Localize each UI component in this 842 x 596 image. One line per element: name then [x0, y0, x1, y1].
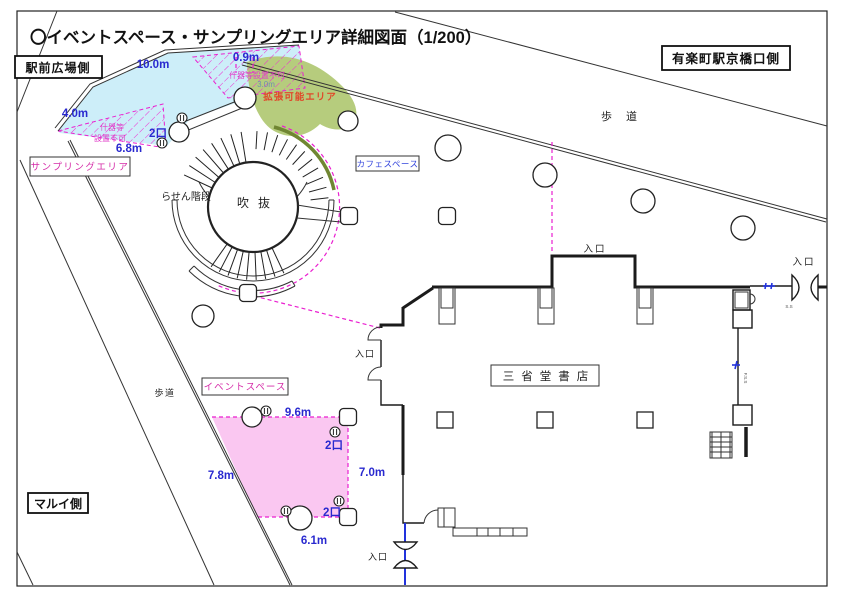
- dim-event-top: 9.6m: [285, 407, 311, 419]
- cafe-area-label: カフェスペース: [357, 159, 419, 169]
- revolving-door-icon: [791, 273, 819, 302]
- boundary-label-marui: マルイ側: [27, 492, 89, 514]
- dim-sampling-bottom: 6.8m: [116, 143, 142, 155]
- no-fixtures-note-l2: 設置不可: [94, 133, 126, 143]
- stair-steps-upper: [183, 131, 329, 201]
- sidewalk-label-left: 歩道: [154, 387, 175, 398]
- dim-sampling-left: 4.0m: [62, 108, 88, 120]
- revolving-door-icon: [392, 541, 419, 569]
- fss-note: F.S.S: [743, 373, 748, 384]
- station-exit-label: 有楽町駅京橋口側: [672, 51, 780, 66]
- boundary-label-plaza: 駅前広場側: [14, 55, 103, 79]
- no-fixtures-note-l1: 什器等: [100, 122, 124, 132]
- spiral-staircase: [171, 96, 342, 298]
- blue-utility-marks: [732, 282, 775, 370]
- event-area-label: イベントスペース: [204, 382, 287, 393]
- entrance-label-west: 入口: [355, 349, 375, 359]
- entrance-label-right: 入口: [792, 257, 815, 268]
- dimension-texts: 10.0m 0.9m 4.0m 6.8m 2口 3.0m 9.6m 7.8m 7…: [62, 52, 385, 547]
- area-label-cafe: カフェスペース: [355, 155, 420, 172]
- site-boundary-lines: [16, 10, 828, 586]
- entrance-label-bottom: 入口: [368, 552, 388, 562]
- door-swing-icon: [423, 509, 439, 524]
- power-route-dashed-lines: [216, 57, 553, 329]
- door-swing-icon: [749, 293, 756, 305]
- entrance-label-top: 入口: [583, 244, 606, 255]
- plaza-label: 駅前広場側: [24, 60, 90, 75]
- stairs-icon: [709, 431, 733, 459]
- boundary-label-station: 有楽町駅京橋口側: [661, 45, 791, 71]
- dim-expandable-width: 3.0m: [257, 80, 275, 89]
- bookstore-building: [367, 254, 827, 585]
- no-fixtures-hatch-left: [57, 103, 167, 149]
- drawing-border: [16, 10, 828, 587]
- dim-event-outlets-top: 2口: [325, 439, 343, 452]
- marui-label: マルイ側: [34, 496, 82, 511]
- expandable-area-label: 拡張可能エリア: [263, 91, 337, 103]
- area-label-event: イベントスペース: [201, 377, 289, 396]
- expandable-edge-arc: [273, 125, 336, 191]
- no-fixtures-hatch-top: [192, 45, 306, 99]
- atrium-label: 吹抜: [237, 196, 279, 210]
- dim-sampling-top: 10.0m: [137, 59, 170, 71]
- wall-pillars: [438, 287, 654, 325]
- sampling-area-label: サンプリングエリア: [31, 161, 130, 173]
- interior-pillars: [436, 411, 654, 429]
- sidewalk-label-top: 歩道: [601, 109, 651, 123]
- ss-note: S.S: [785, 304, 792, 309]
- dim-event-outlets-bottom: 2口: [323, 506, 341, 519]
- columns: [168, 86, 756, 531]
- dim-event-left: 7.8m: [208, 470, 234, 482]
- counter: [452, 527, 528, 537]
- area-label-bookstore: 三省堂書店: [490, 364, 600, 387]
- bookstore-label: 三省堂書店: [503, 369, 596, 383]
- no-fixtures-note-top: 什器等設置不可: [229, 70, 285, 80]
- event-area-fill: [212, 416, 349, 518]
- stair-steps-lower: [210, 243, 285, 280]
- door-swing-icon: [367, 326, 382, 381]
- area-label-sampling: サンプリングエリア: [29, 156, 131, 177]
- dim-sampling-top-right: 0.9m: [233, 52, 259, 64]
- dim-sampling-outlets: 2口: [149, 127, 167, 140]
- dim-event-bottom: 6.1m: [301, 535, 327, 547]
- atrium-circle: [206, 160, 300, 254]
- spiral-staircase-label: らせん階段: [161, 190, 211, 203]
- dim-event-right: 7.0m: [359, 467, 385, 479]
- page-title: 〇イベントスペース・サンプリングエリア詳細図面（1/200）: [30, 27, 481, 47]
